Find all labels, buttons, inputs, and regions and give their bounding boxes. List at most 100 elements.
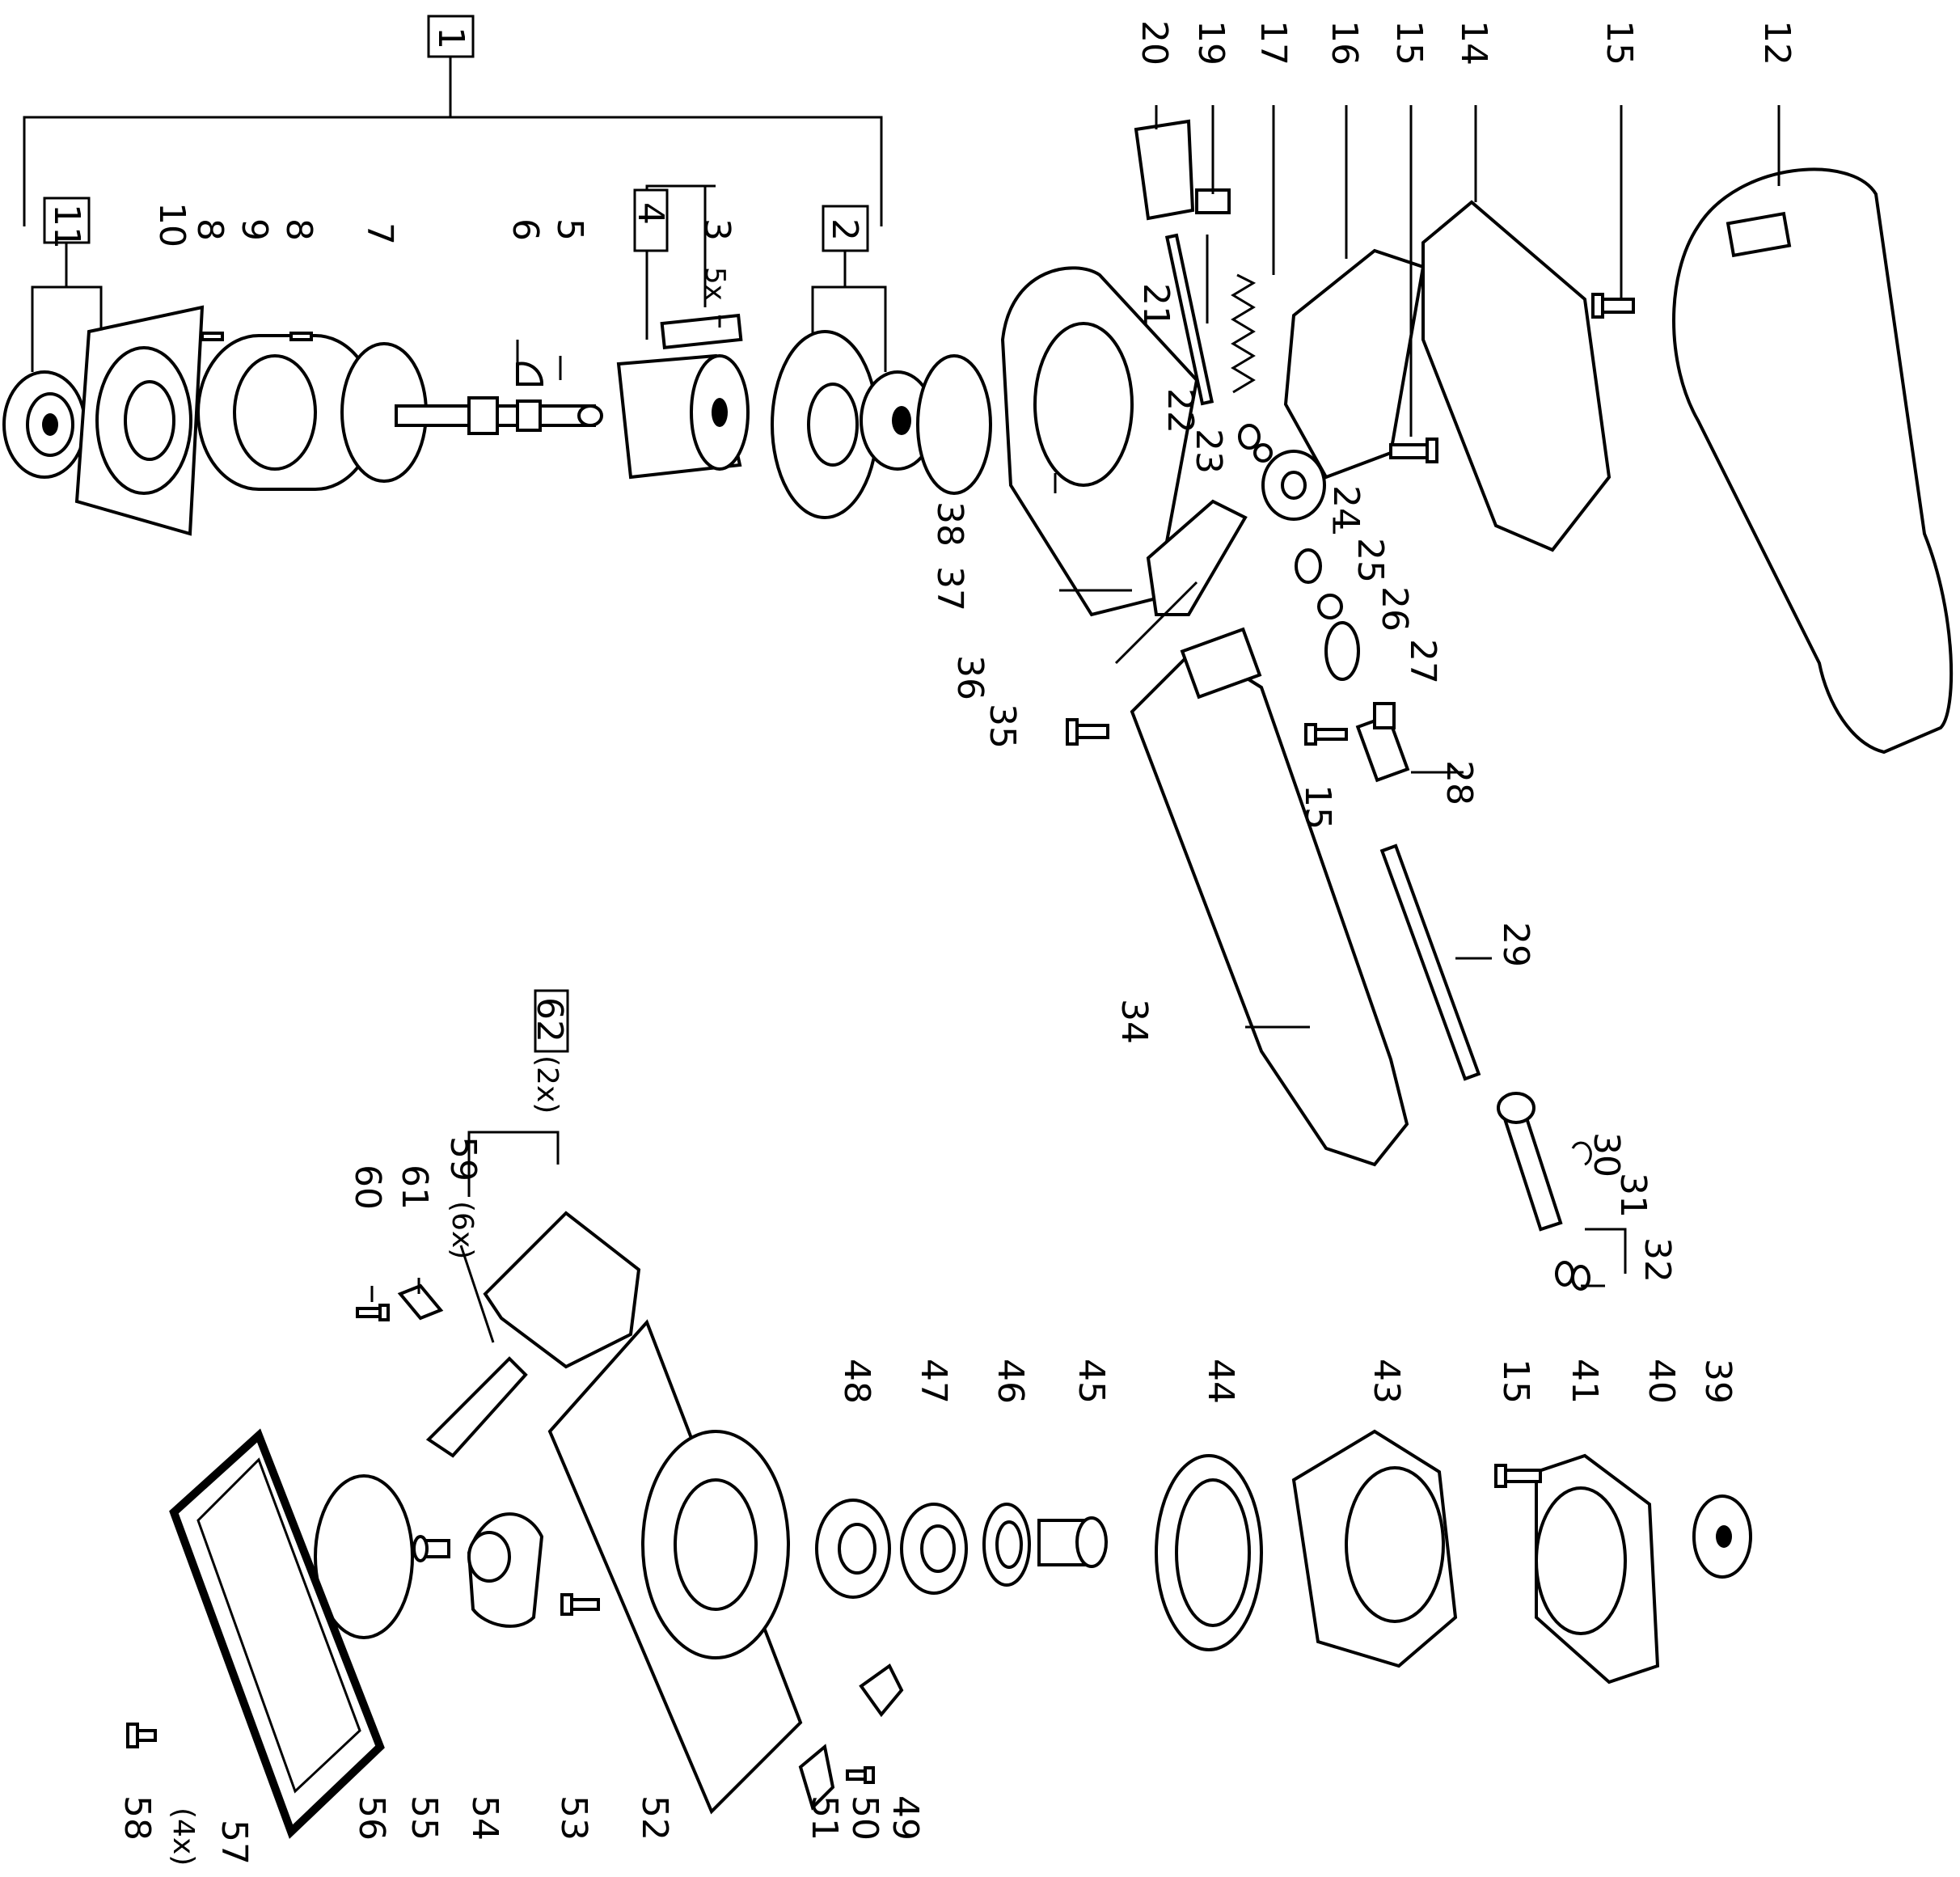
part-21-rod (1164, 233, 1214, 406)
part-35-screw (1066, 718, 1109, 746)
part-49-clip (859, 1664, 904, 1718)
label-8b: 8 (278, 218, 319, 241)
label-21: 21 (1135, 283, 1176, 328)
label-2: 2 (824, 218, 865, 241)
part-25-washer (1295, 548, 1322, 584)
label-3: 3 (696, 218, 737, 241)
label-6: 6 (505, 218, 546, 241)
part-labels: 1 11 10 8 9 8 7 6 5 4 3 5x 2 20 19 17 16… (46, 20, 1797, 1866)
label-43: 43 (1366, 1359, 1407, 1404)
part-11-bearing (2, 370, 87, 479)
part-58-screw (126, 1723, 157, 1748)
label-52: 52 (634, 1795, 675, 1841)
label-44: 44 (1200, 1359, 1241, 1404)
part-39-cap (1692, 1494, 1752, 1579)
label-57-qty: (4x) (167, 1807, 200, 1866)
part-62-bracket (467, 989, 569, 1291)
label-59: 59 (442, 1136, 484, 1182)
label-34: 34 (1113, 999, 1155, 1044)
part-60-screw (356, 1304, 390, 1321)
part-15-screw-mid (1389, 438, 1438, 463)
label-8a: 8 (189, 218, 230, 241)
label-45: 45 (1071, 1359, 1112, 1404)
part-9-ring (196, 334, 378, 491)
label-15c: 15 (1297, 784, 1338, 830)
label-39: 39 (1697, 1359, 1738, 1404)
part-17-spring (1231, 273, 1257, 394)
label-30: 30 (1586, 1132, 1627, 1177)
label-55: 55 (403, 1795, 445, 1841)
part-19-block (1195, 188, 1231, 214)
part-15-screw-top (1591, 293, 1635, 319)
part-10-flange (74, 305, 205, 536)
part-38-o-ring (916, 354, 992, 495)
part-62-clamp (483, 1211, 641, 1369)
part-4-rotor (616, 353, 750, 480)
label-22: 22 (1160, 388, 1201, 433)
part-32-rings (1555, 1261, 1590, 1291)
label-37: 37 (929, 566, 970, 611)
part-27-spring (1324, 621, 1360, 681)
label-40: 40 (1641, 1359, 1682, 1404)
part-34-handle (1130, 627, 1409, 1167)
part-31-pin (1497, 1092, 1563, 1232)
part-8-pin-left (201, 332, 224, 341)
part-44-ring (1155, 1454, 1263, 1651)
part-47-bearing (900, 1503, 968, 1595)
label-1: 1 (430, 27, 471, 49)
label-31: 31 (1612, 1173, 1654, 1218)
label-20: 20 (1134, 20, 1175, 66)
leader-lines (370, 105, 1780, 1343)
label-61: 61 (394, 1165, 435, 1210)
label-29: 29 (1495, 922, 1536, 967)
part-53-screw (560, 1593, 600, 1616)
part-26-ring (1317, 594, 1343, 619)
label-62: 62 (529, 997, 570, 1042)
part-6-key (516, 361, 544, 386)
part-51-clip (798, 1744, 835, 1811)
part-3-carbon (660, 313, 743, 350)
part-24-gear (1261, 450, 1326, 521)
part-12-motor-cover (1672, 167, 1954, 755)
label-23: 23 (1188, 429, 1229, 474)
label-60: 60 (347, 1165, 388, 1210)
label-15a: 15 (1388, 20, 1430, 66)
label-59-qty: (6x) (446, 1201, 479, 1259)
part-22-washer (1238, 424, 1261, 450)
part-28-coupling (1355, 702, 1410, 783)
label-16: 16 (1324, 20, 1365, 66)
label-12: 12 (1756, 20, 1797, 66)
label-14: 14 (1453, 20, 1494, 66)
label-10: 10 (151, 202, 192, 247)
part-36-cover (1146, 499, 1248, 616)
label-5: 5 (549, 218, 590, 241)
part-59-strip (425, 1356, 528, 1458)
label-26: 26 (1374, 586, 1415, 632)
label-35: 35 (982, 704, 1023, 749)
part-14-side-cover (1421, 200, 1612, 552)
label-3-qty: 5x (699, 267, 731, 301)
label-57: 57 (213, 1820, 255, 1865)
label-41: 41 (1564, 1359, 1605, 1404)
part-29-rod (1379, 843, 1481, 1081)
label-11: 11 (46, 204, 87, 249)
assembly-1-bracket (23, 15, 887, 372)
label-25: 25 (1350, 538, 1391, 583)
label-38: 38 (929, 501, 970, 547)
label-51: 51 (804, 1795, 845, 1841)
label-28: 28 (1438, 760, 1480, 805)
part-55-screw (412, 1535, 450, 1562)
part-37-motor-housing (1000, 266, 1199, 617)
part-15-screw-handle (1304, 723, 1348, 746)
label-15d: 15 (1495, 1359, 1536, 1404)
part-61-clip (397, 1283, 444, 1321)
part-50-screw (846, 1766, 875, 1784)
part-2-end-shield (771, 330, 936, 519)
label-9: 9 (234, 218, 275, 241)
label-27: 27 (1402, 639, 1443, 684)
part-8-pin-right (289, 332, 313, 341)
part-5-shaft (395, 396, 603, 435)
label-24: 24 (1325, 485, 1367, 531)
label-54: 54 (464, 1795, 505, 1841)
